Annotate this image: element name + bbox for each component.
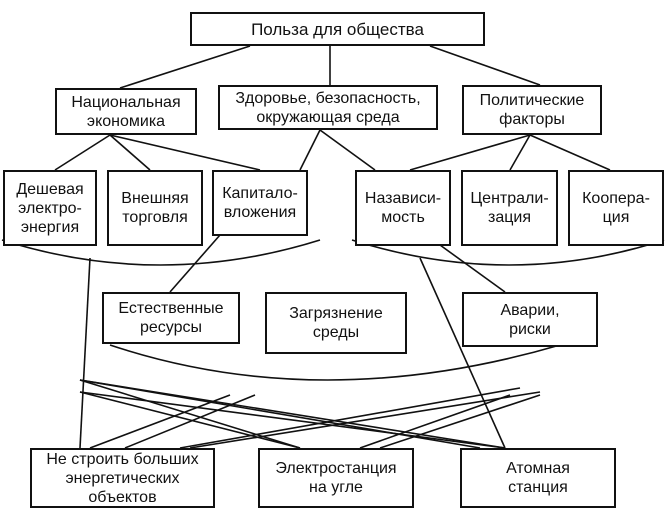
node-natural-resources: Естественные ресурсы bbox=[102, 292, 240, 344]
link-root-economy bbox=[119, 45, 251, 89]
link-cheap-power-no-large bbox=[79, 257, 91, 449]
cross-4 bbox=[79, 391, 301, 449]
cross-11 bbox=[379, 394, 541, 449]
link-health-investment bbox=[299, 129, 321, 171]
link-economy-trade bbox=[109, 134, 151, 171]
cross-8 bbox=[179, 387, 521, 449]
option-coal-plant: Электростанция на угле bbox=[258, 448, 414, 508]
node-cooperation: Коопера- ция bbox=[568, 170, 664, 246]
node-health-safety-environment: Здоровье, безопасность, окружающая среда bbox=[218, 85, 438, 130]
cross-7 bbox=[124, 394, 256, 449]
node-political-factors: Политические факторы bbox=[462, 85, 602, 135]
cross-3 bbox=[79, 379, 506, 449]
link-investment-resources bbox=[169, 234, 221, 293]
arc-level3 bbox=[109, 344, 561, 381]
link-politics-cooperation bbox=[529, 134, 611, 171]
node-accidents-risks: Аварии, риски bbox=[462, 292, 598, 347]
cross-6 bbox=[89, 394, 231, 449]
node-independence: Назависи- мость bbox=[355, 170, 451, 246]
node-centralization: Централи- зация bbox=[461, 170, 558, 246]
cross-10 bbox=[359, 394, 511, 449]
link-root-politics bbox=[429, 45, 541, 86]
link-independence-nuclear bbox=[419, 257, 506, 449]
node-foreign-trade: Внешняя торговля bbox=[107, 170, 203, 246]
link-politics-centralization bbox=[509, 134, 531, 171]
option-nuclear-plant: Атомная станция bbox=[460, 448, 616, 508]
arc-right-group bbox=[351, 239, 665, 266]
link-economy-investment bbox=[109, 134, 261, 171]
node-national-economy: Национальная экономика bbox=[55, 88, 197, 135]
node-environmental-pollution: Загрязнение среды bbox=[265, 292, 407, 354]
arc-left-group bbox=[1, 239, 321, 266]
cross-1 bbox=[79, 379, 301, 449]
link-economy-cheap-power bbox=[54, 134, 111, 171]
cross-5 bbox=[79, 391, 506, 449]
link-independence-accidents bbox=[439, 244, 506, 293]
node-capital-investment: Капитало- вложения bbox=[212, 170, 308, 236]
option-no-large-facilities: Не строить больших энергетических объект… bbox=[30, 448, 215, 508]
cross-9 bbox=[189, 391, 541, 449]
node-cheap-electricity: Дешевая электро- энергия bbox=[3, 170, 97, 246]
link-politics-independence bbox=[409, 134, 531, 171]
root-box: Польза для общества bbox=[190, 12, 485, 46]
link-health-independence bbox=[319, 129, 376, 171]
